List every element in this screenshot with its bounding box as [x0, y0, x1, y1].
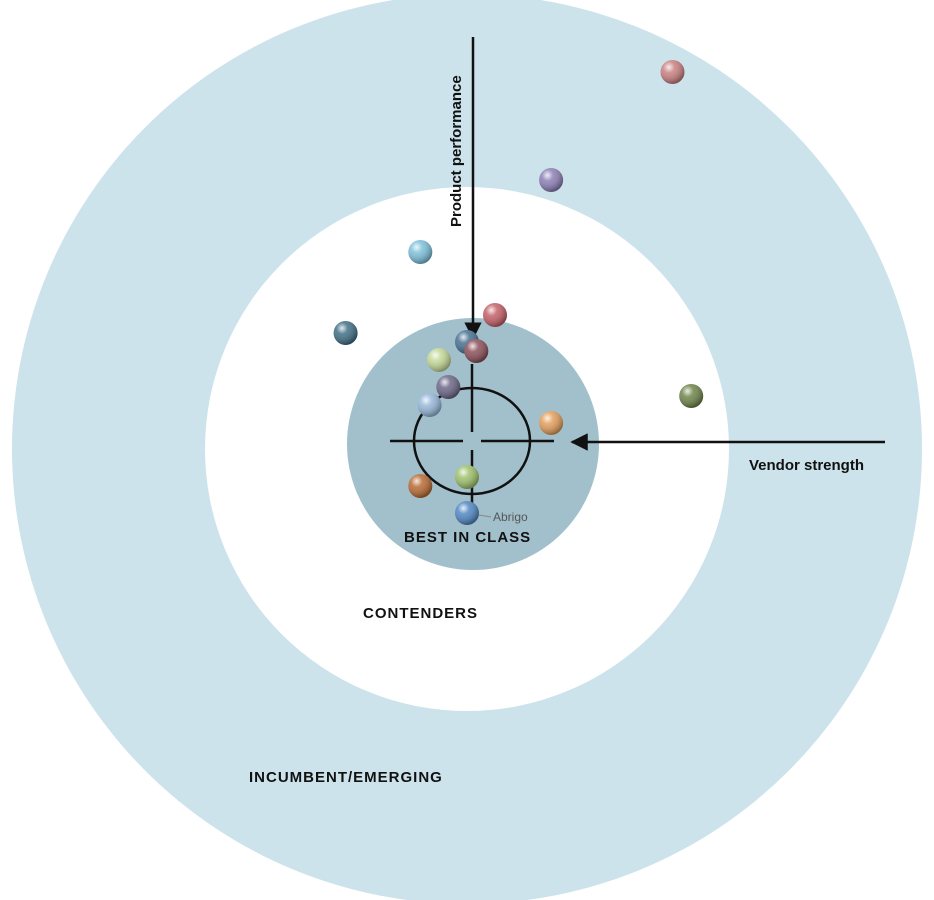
- vendor-point-shading: [539, 411, 564, 435]
- x-axis-label: Vendor strength: [749, 457, 864, 474]
- vendor-point[interactable]: [539, 411, 564, 435]
- vendor-point-shading: [333, 321, 358, 345]
- vendor-point[interactable]: [408, 240, 433, 264]
- vendor-points: Abrigo: [333, 60, 704, 525]
- vendor-point-shading: [660, 60, 685, 84]
- vendor-point-shading: [408, 240, 433, 264]
- zone-label-incumbent-emerging: INCUMBENT/EMERGING: [249, 769, 443, 786]
- vendor-point-shading: [455, 465, 479, 489]
- vendor-point[interactable]: [679, 384, 704, 408]
- vendor-point[interactable]: [464, 339, 489, 363]
- vendor-point[interactable]: [455, 465, 479, 489]
- vendor-point[interactable]: [417, 393, 442, 417]
- vendor-point[interactable]: [660, 60, 685, 84]
- point-callout-line: [478, 514, 492, 518]
- vendor-point-shading: [436, 375, 461, 399]
- crosshair: [390, 364, 554, 520]
- vendor-point-shading: [679, 384, 704, 408]
- zone-label-contenders: CONTENDERS: [363, 605, 478, 622]
- vendor-point[interactable]: Abrigo: [455, 501, 528, 525]
- vendor-point-shading: [539, 168, 564, 192]
- zone-best-in-class: [347, 318, 599, 570]
- vendor-point-shading: [464, 339, 489, 363]
- vendor-point[interactable]: [408, 474, 433, 498]
- vendor-point[interactable]: [333, 321, 358, 345]
- vendor-point[interactable]: [483, 303, 507, 327]
- vendor-point[interactable]: [436, 375, 461, 399]
- vendor-point-shading: [455, 501, 479, 525]
- vendor-point-shading: [483, 303, 507, 327]
- vendor-point-shading: [427, 348, 451, 372]
- vendor-point[interactable]: [427, 348, 451, 372]
- vendor-point-shading: [417, 393, 442, 417]
- zone-label-best-in-class: BEST IN CLASS: [404, 529, 531, 546]
- vendor-point-shading: [408, 474, 433, 498]
- y-axis-label: Product performance: [448, 75, 465, 227]
- vendor-point[interactable]: [539, 168, 564, 192]
- point-label: Abrigo: [493, 510, 528, 524]
